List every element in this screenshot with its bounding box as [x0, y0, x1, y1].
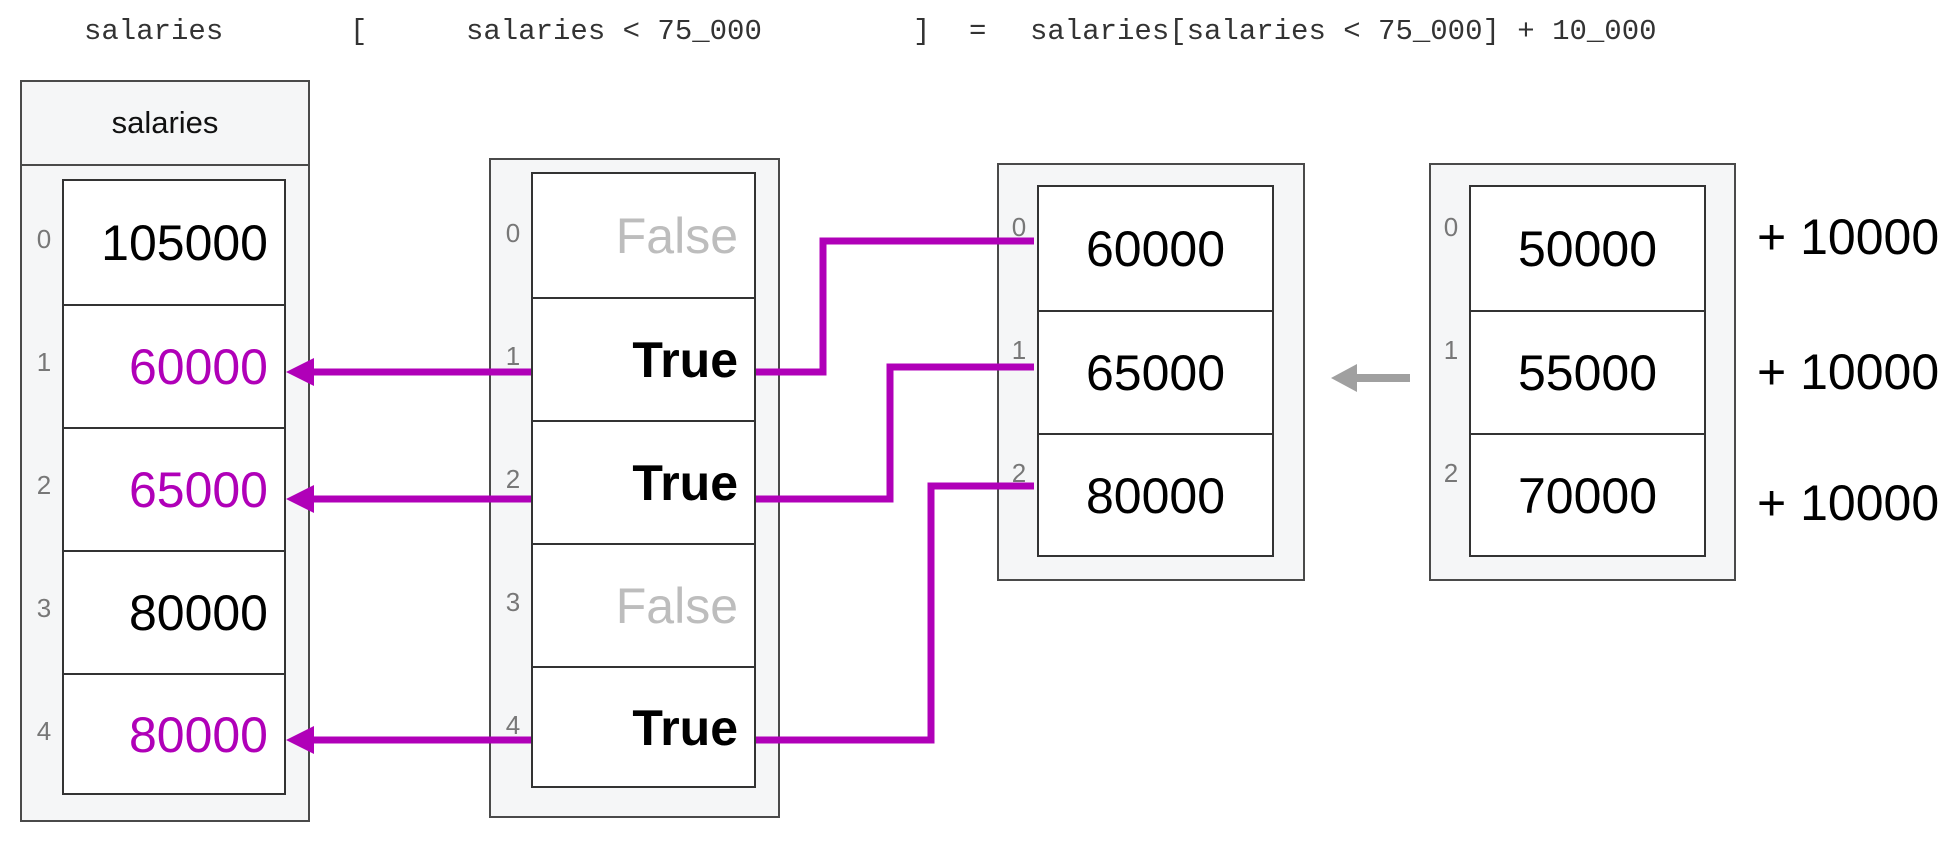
code-right-hand-side: salaries[salaries < 75_000] + 10_000 — [1030, 15, 1657, 48]
salaries-cell-1: 60000 — [64, 304, 284, 427]
mask-cell-0: False — [615, 207, 738, 264]
code-salaries: salaries — [84, 15, 224, 48]
salaries-index-0: 0 — [36, 224, 52, 254]
arrowhead-to-salaries-1 — [286, 358, 314, 386]
increment-label-1: + 10000 — [1757, 344, 1940, 400]
code-open-bracket: [ — [350, 15, 368, 48]
mask-index-4: 4 — [505, 710, 521, 740]
result-index-1: 1 — [1011, 335, 1027, 365]
salaries-array-title: salaries — [22, 82, 308, 166]
mask-cell-1: True — [533, 297, 754, 420]
result-cell-1: 65000 — [1039, 310, 1272, 433]
arrowhead-to-salaries-2 — [286, 485, 314, 513]
code-close-bracket: ] — [913, 15, 931, 48]
increment-label-2: + 10000 — [1757, 475, 1940, 531]
selected-index-0: 0 — [1443, 212, 1459, 242]
salaries-cell-4: 80000 — [64, 673, 284, 795]
salaries-index-4: 4 — [36, 716, 52, 746]
result-0-to-mask-1-line — [756, 237, 1034, 376]
gray-arrow-head — [1331, 364, 1357, 392]
salaries-values-column: 105000 60000 65000 80000 80000 — [62, 179, 286, 795]
mask-cell-2: True — [533, 420, 754, 543]
salaries-cell-2: 65000 — [64, 427, 284, 550]
arrowhead-to-salaries-4 — [286, 726, 314, 754]
selected-index-2: 2 — [1443, 458, 1459, 488]
result-index-0: 0 — [1011, 212, 1027, 242]
gray-left-arrow-icon — [1331, 364, 1410, 392]
selected-cell-0: 50000 — [1517, 220, 1658, 277]
mask-cell-3: False — [533, 543, 754, 666]
result-index-2: 2 — [1011, 458, 1027, 488]
code-mask-expression: salaries < 75_000 — [466, 15, 762, 48]
result-1-to-mask-2-line — [756, 363, 1034, 503]
salaries-index-1: 1 — [36, 347, 52, 377]
mask-index-3: 3 — [505, 587, 521, 617]
selected-values-column: 50000 55000 70000 — [1469, 185, 1706, 557]
mask-values-column: False True True False True — [531, 172, 756, 788]
mask-index-0: 0 — [505, 218, 521, 248]
salaries-cell-0: 105000 — [101, 214, 268, 271]
mask-index-1: 1 — [505, 341, 521, 371]
code-equals: = — [969, 15, 987, 48]
result-2-to-mask-4-line — [756, 482, 1034, 744]
salaries-index-3: 3 — [36, 593, 52, 623]
selected-cell-1: 55000 — [1471, 310, 1704, 433]
result-cell-0: 60000 — [1085, 220, 1226, 277]
result-cell-2: 80000 — [1039, 433, 1272, 557]
selected-index-1: 1 — [1443, 335, 1459, 365]
mask-cell-4: True — [533, 666, 754, 788]
increment-label-0: + 10000 — [1757, 209, 1940, 265]
result-values-column: 60000 65000 80000 — [1037, 185, 1274, 557]
magenta-connectors — [312, 237, 1034, 744]
mask-index-2: 2 — [505, 464, 521, 494]
selected-cell-2: 70000 — [1471, 433, 1704, 557]
salaries-cell-3: 80000 — [64, 550, 284, 673]
salaries-index-2: 2 — [36, 470, 52, 500]
magenta-arrowheads — [286, 358, 314, 754]
